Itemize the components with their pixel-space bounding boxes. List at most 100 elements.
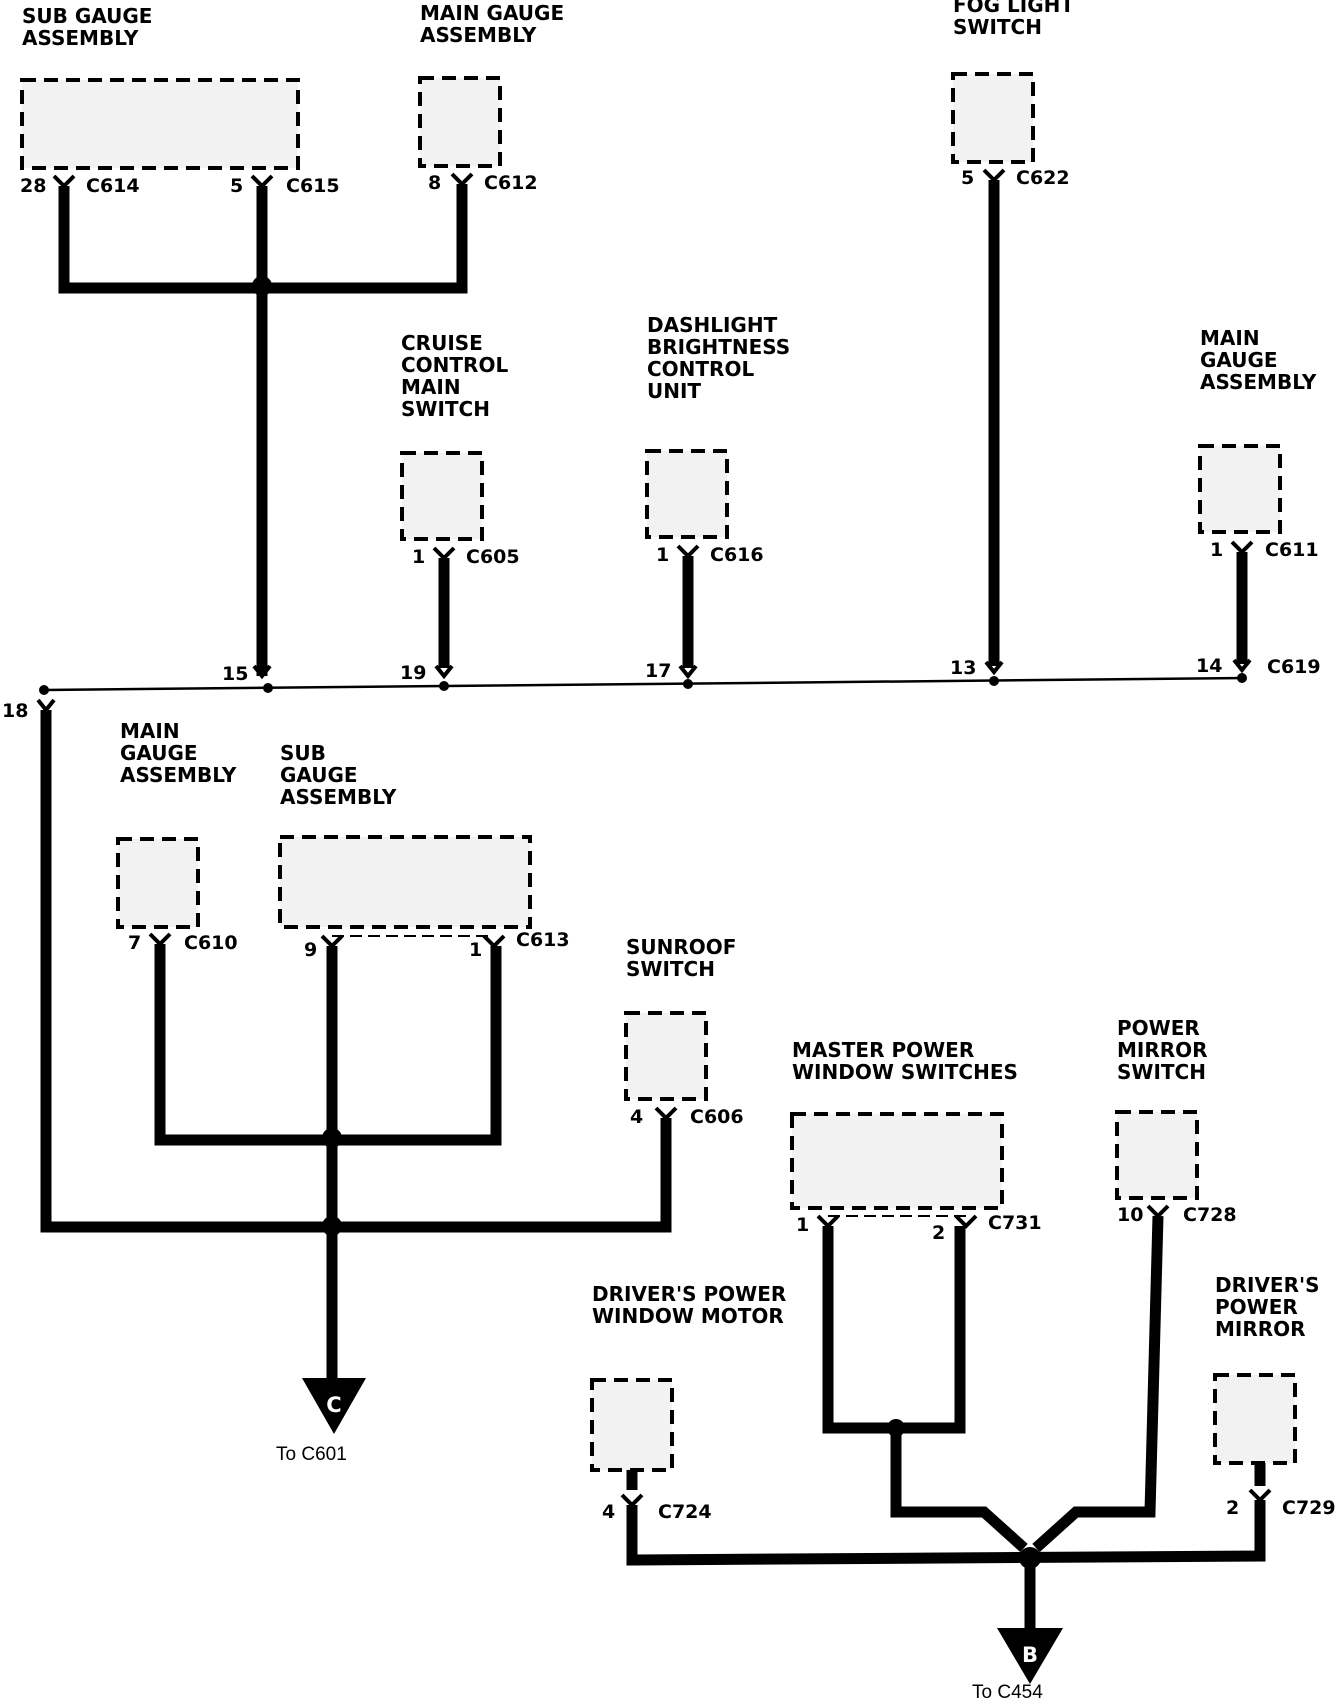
output-arrow-b-letter: B [1022,1643,1038,1667]
dashlight-brightness-control-unit: DASHLIGHT BRIGHTNESS CONTROL UNIT [645,313,790,539]
sub-gauge-top-label-2: ASSEMBLY [22,26,139,50]
cruise-label-2: CONTROL [401,353,508,377]
main-gauge-assembly-right: MAIN GAUGE ASSEMBLY [1198,326,1317,534]
main-gauge-top-label-2: ASSEMBLY [420,23,537,47]
mirror-switch-label-3: SWITCH [1117,1060,1206,1084]
power-mirror-label-3: MIRROR [1215,1317,1306,1341]
window-motor-box [590,1378,674,1472]
bus-node-17 [683,679,693,689]
c724-connector-icon [620,1493,644,1508]
sunroof-box [624,1011,708,1101]
output-arrow-c-letter: C [326,1393,341,1417]
wire-c731-loop [822,1226,966,1434]
bus-node-13 [989,676,999,686]
sub-gauge-mid-label-3: ASSEMBLY [280,785,397,809]
bus-pin-14: 14 [1196,655,1222,677]
main-gauge-right-box [1198,444,1282,534]
c611-pin: 1 [1210,539,1223,561]
mirror-switch-box [1115,1110,1199,1200]
drivers-power-mirror: DRIVER'S POWER MIRROR [1213,1273,1320,1465]
c729-name: C729 [1282,1497,1336,1519]
bus-pin-17: 17 [645,660,671,682]
c731-name: C731 [988,1212,1042,1234]
c724-name: C724 [658,1501,712,1523]
output-arrow-b-icon [997,1628,1063,1684]
c728-connector-icon [1146,1204,1170,1219]
c616-name: C616 [710,544,764,566]
c615-pin: 5 [230,175,243,197]
c731-connector-icon-b [954,1214,978,1229]
main-gauge-left-label-2: GAUGE [120,741,198,765]
master-power-window-switches: MASTER POWER WINDOW SWITCHES [790,1038,1018,1210]
c728-name: C728 [1183,1204,1237,1226]
c606-pin: 4 [630,1106,643,1128]
cruise-label-1: CRUISE [401,331,483,355]
power-mirror-label-2: POWER [1215,1295,1298,1319]
fog-light-switch: FOG LIGHT SWITCH [951,0,1074,164]
c622-pin: 5 [961,167,974,189]
main-gauge-left-box [116,837,200,929]
bus-left-end [39,685,49,695]
c612-name: C612 [484,172,538,194]
c612-pin: 8 [428,172,441,194]
c610-connector-icon [148,932,172,947]
c612-connector-icon [450,172,474,187]
wire-c728-to-junction [1032,1215,1164,1553]
window-motor-label-2: WINDOW MOTOR [592,1304,784,1328]
c731-connector-icon-a [816,1214,840,1229]
c613-connector-icon-b [482,934,506,949]
main-gauge-right-label-3: ASSEMBLY [1200,370,1317,394]
bus-node-19 [439,681,449,691]
dashlight-label-3: CONTROL [647,357,754,381]
cruise-label-3: MAIN [401,375,461,399]
window-motor-label-1: DRIVER'S POWER [592,1282,786,1306]
output-arrow-c-icon [302,1378,366,1434]
power-mirror-box [1213,1373,1297,1465]
c724-pin: 4 [602,1501,615,1523]
main-gauge-right-label-1: MAIN [1200,326,1260,350]
c616-connector-icon [676,544,700,559]
bus-node-15 [263,683,273,693]
c613-name: C613 [516,929,570,951]
main-gauge-left-label-3: ASSEMBLY [120,763,237,787]
c605-pin: 1 [412,546,425,568]
dashlight-label-2: BRIGHTNESS [647,335,790,359]
sub-gauge-mid-box [278,835,532,929]
cruise-control-main-switch: CRUISE CONTROL MAIN SWITCH [400,331,508,541]
bus-pin-13: 13 [950,657,976,679]
dashlight-label-4: UNIT [647,379,701,403]
bus-pin-19: 19 [400,662,426,684]
bus-pin-13-icon [984,660,1004,676]
main-gauge-assembly-top: MAIN GAUGE ASSEMBLY [418,1,564,168]
sunroof-switch: SUNROOF SWITCH [624,935,736,1101]
c729-connector-icon [1248,1488,1272,1503]
fog-light-label-2: SWITCH [953,15,1042,39]
output-c-dest: To C601 [276,1444,347,1465]
power-mirror-switch: POWER MIRROR SWITCH [1115,1016,1208,1200]
bus-pin-15-icon [252,664,272,680]
c615-name: C615 [286,175,340,197]
power-mirror-label-1: DRIVER'S [1215,1273,1320,1297]
c611-connector-icon [1230,540,1254,555]
sunroof-label-2: SWITCH [626,957,715,981]
c610-name: C610 [184,932,238,954]
wire-pin18-sunroof-loop [40,710,672,1233]
c610-pin: 7 [128,932,141,954]
splice-node-top [252,276,272,296]
master-window-box [790,1112,1004,1210]
c622-name: C622 [1016,167,1070,189]
bus-connector-name: C619 [1267,656,1321,678]
c728-pin: 10 [1117,1204,1143,1226]
mirror-switch-label-2: MIRROR [1117,1038,1208,1062]
bus-c619-line [43,676,1247,692]
c613-pin-b: 1 [469,939,482,961]
sub-gauge-assembly-mid: SUB GAUGE ASSEMBLY [278,741,532,929]
c605-connector-icon [432,546,456,561]
main-gauge-right-label-2: GAUGE [1200,348,1278,372]
main-gauge-top-label-1: MAIN GAUGE [420,1,564,25]
mirror-switch-label-1: POWER [1117,1016,1200,1040]
main-gauge-top-box [418,76,502,168]
c611-name: C611 [1265,539,1319,561]
bus-node-14 [1237,673,1247,683]
